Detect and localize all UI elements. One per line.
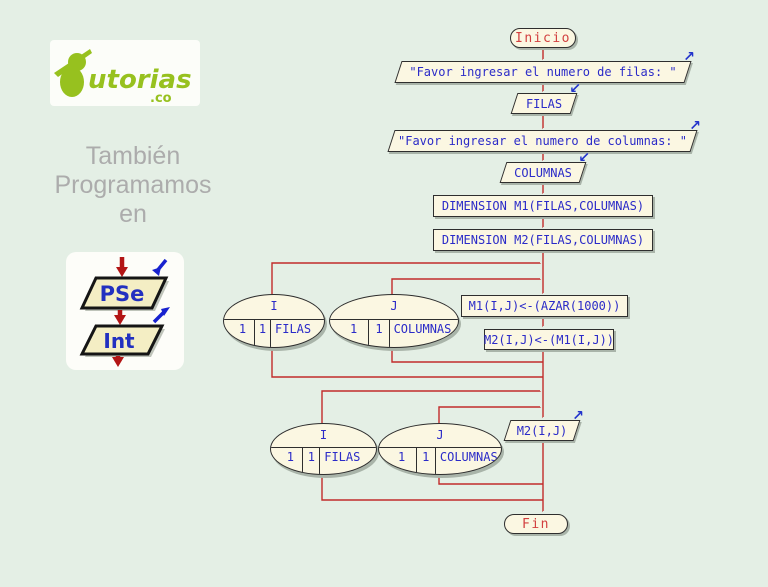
tutorias-logo: utorias .co: [50, 40, 200, 110]
flow-terminator-inicio: Inicio: [510, 28, 576, 48]
loop-params: 1 1 FILAS: [224, 318, 324, 347]
pseint-logo: PSe Int: [66, 252, 184, 374]
pseint-pse-parallelogram: [79, 276, 169, 310]
loop-from: 1: [278, 448, 304, 474]
output-arrow-icon: ↗: [683, 49, 695, 65]
prompt-filas-label: "Favor ingresar el numero de filas: ": [409, 65, 677, 79]
flow-for-loop-i-1: I 1 1 FILAS: [223, 294, 325, 348]
loop-step: 1: [369, 319, 390, 347]
flow-input-columnas: COLUMNAS ↙: [499, 150, 590, 183]
loop-variable: J: [390, 299, 398, 313]
output-m2-label: M2(I,J): [516, 423, 568, 438]
loop-to: FILAS: [324, 450, 361, 464]
loop-from: 1: [231, 319, 255, 347]
loop-variable: I: [319, 428, 328, 442]
flow-process-dimension-m1: DIMENSION M1(FILAS,COLUMNAS): [433, 195, 653, 217]
tagline-line-1: También: [85, 142, 181, 170]
pseint-int-label: Int: [103, 329, 135, 353]
flow-for-loop-i-2: I 1 1 FILAS: [270, 423, 377, 475]
loop-step: 1: [303, 448, 321, 474]
prompt-columnas-label: "Favor ingresar el numero de columnas: ": [398, 134, 687, 148]
tagline: También Programamos en: [14, 142, 252, 229]
input-filas-label: FILAS: [525, 96, 563, 111]
flow-output-m2: M2(I,J) ↗: [503, 408, 584, 441]
flow-for-loop-j-2: J 1 1 COLUMNAS: [378, 423, 502, 475]
logo-brand-text: utorias: [88, 65, 192, 95]
loop-variable: I: [270, 299, 278, 313]
output-arrow-icon: ↗: [689, 118, 701, 134]
input-arrow-icon: ↙: [569, 81, 581, 97]
tagline-line-3: en: [119, 200, 147, 228]
loop-to: COLUMNAS: [393, 321, 452, 336]
loop-params: 1 1 FILAS: [271, 447, 376, 474]
flow-process-assign-m1: M1(I,J)<-(AZAR(1000)): [461, 295, 628, 317]
logo-tld-text: .co: [150, 91, 172, 106]
flow-input-filas: FILAS ↙: [510, 81, 581, 114]
flow-output-prompt-columnas: "Favor ingresar el numero de columnas: "…: [387, 118, 701, 152]
input-arrow-icon: ↙: [578, 150, 590, 166]
flow-process-assign-m2: M2(I,J)<-(M1(I,J)): [484, 329, 614, 350]
input-columnas-label: COLUMNAS: [514, 165, 572, 180]
flow-terminator-fin: Fin: [504, 514, 568, 534]
loop-params: 1 1 COLUMNAS: [379, 447, 501, 474]
loop-from: 1: [388, 448, 417, 474]
loop-from: 1: [339, 319, 370, 347]
flow-process-dimension-m2: DIMENSION M2(FILAS,COLUMNAS): [433, 229, 653, 251]
tagline-line-2: Programamos: [54, 171, 212, 199]
pseint-blue-arrows: [152, 258, 170, 324]
flow-for-loop-j-1: J 1 1 COLUMNAS: [329, 294, 459, 348]
loop-to: COLUMNAS: [439, 450, 498, 464]
loop-params: 1 1 COLUMNAS: [330, 318, 458, 347]
loop-step: 1: [417, 448, 436, 474]
tutorias-figure-icon: [54, 49, 92, 97]
pseint-int-parallelogram: [79, 324, 165, 356]
loop-variable: J: [436, 428, 444, 442]
flow-output-prompt-filas: "Favor ingresar el numero de filas: " ↗: [394, 49, 695, 83]
logo-backdrop: [50, 40, 200, 106]
loop-step: 1: [255, 319, 271, 347]
output-arrow-icon: ↗: [572, 408, 584, 424]
pseint-pse-label: PSe: [100, 282, 145, 306]
loop-to: FILAS: [275, 321, 312, 336]
pseint-red-arrows: [112, 257, 128, 367]
